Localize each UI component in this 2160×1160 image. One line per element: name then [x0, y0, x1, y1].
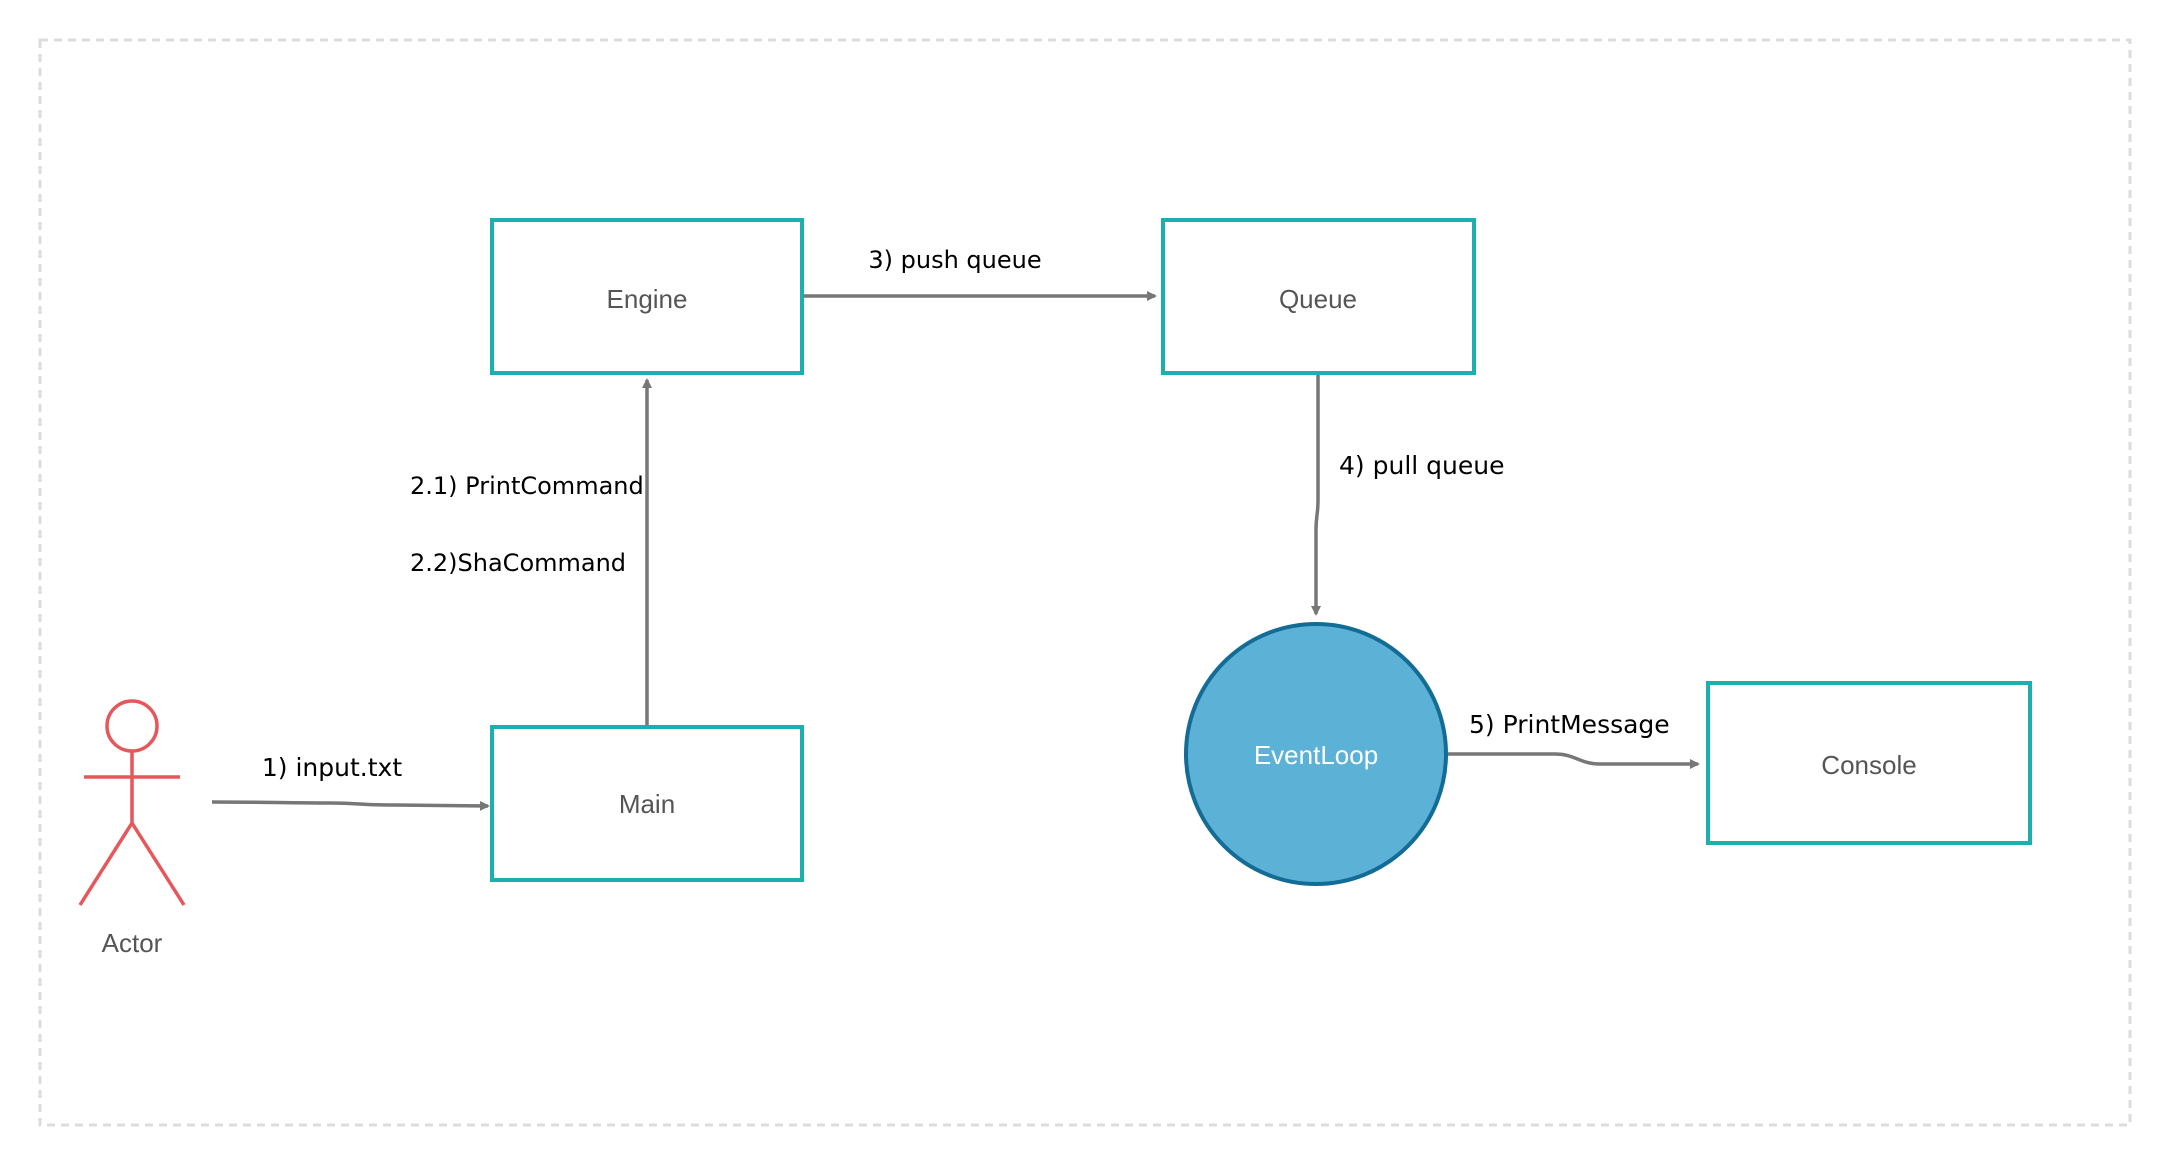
edge-input[interactable]	[211, 800, 490, 811]
edge-label-print-message: 5) PrintMessage	[1469, 710, 1670, 739]
actor-icon[interactable]	[78, 699, 186, 906]
node-engine[interactable]: Engine	[490, 218, 804, 375]
actor-label: Actor	[102, 928, 163, 958]
edge-label-push-queue: 3) push queue	[868, 246, 1041, 274]
node-queue-label: Queue	[1279, 284, 1357, 314]
edge-label-input: 1) input.txt	[262, 753, 402, 782]
node-eventloop[interactable]: EventLoop	[1184, 622, 1448, 886]
edge-label-print-command: 2.1) PrintCommand	[410, 472, 644, 500]
edge-label-pull-queue: 4) pull queue	[1339, 451, 1504, 480]
node-console-label: Console	[1821, 750, 1916, 780]
node-engine-label: Engine	[607, 284, 688, 314]
node-main[interactable]: Main	[490, 725, 804, 882]
node-main-label: Main	[619, 789, 675, 819]
edge-print-message[interactable]	[1448, 752, 1700, 769]
edge-label-sha-command: 2.2)ShaCommand	[410, 549, 626, 577]
diagram-frame	[38, 38, 2132, 1127]
edge-pull-queue[interactable]	[1311, 374, 1321, 616]
node-console[interactable]: Console	[1706, 681, 2032, 845]
node-queue[interactable]: Queue	[1161, 218, 1476, 375]
node-eventloop-label: EventLoop	[1254, 740, 1378, 770]
